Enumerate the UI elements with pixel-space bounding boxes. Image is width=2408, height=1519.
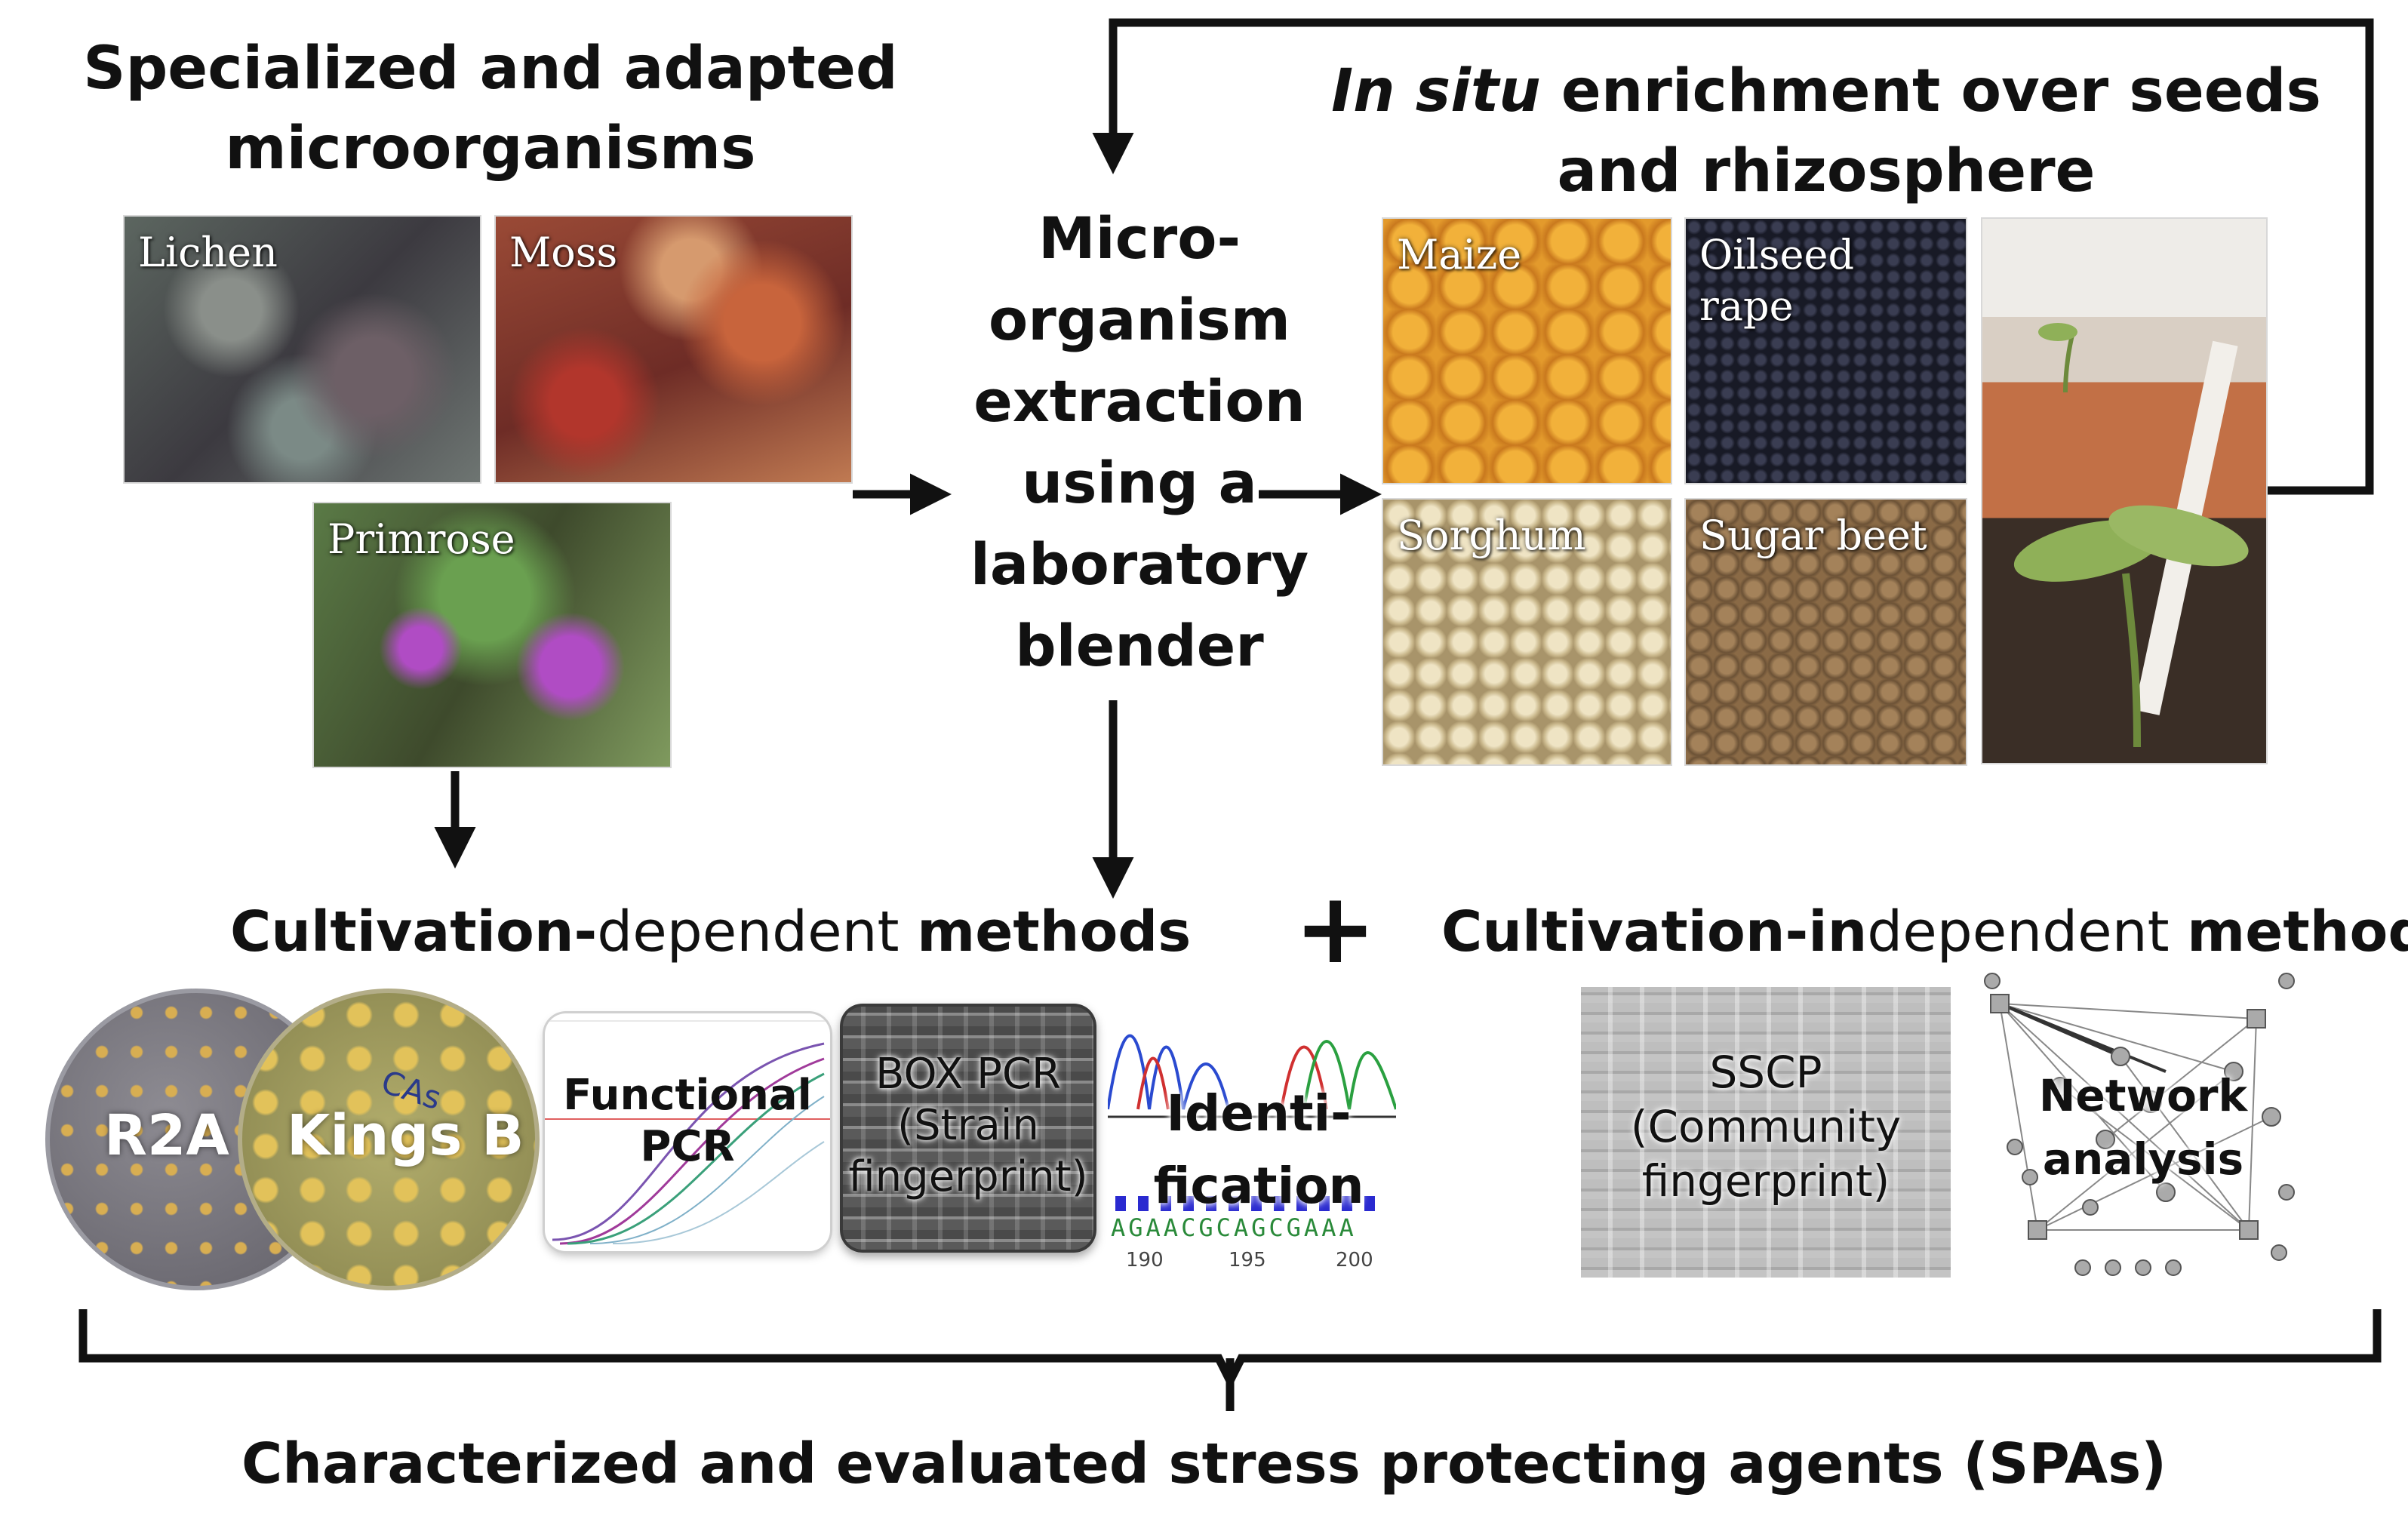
oilseed-rape-text: Oilseed rape — [1699, 231, 1855, 330]
center-step-line5: laboratory — [970, 530, 1309, 598]
sequence-tick-200: 200 — [1336, 1249, 1373, 1271]
maize-label: Maize — [1397, 231, 1522, 278]
seedling-icon — [2013, 323, 2249, 748]
identification-tile — [1108, 981, 1396, 1279]
center-step-line6: blender — [1015, 612, 1264, 679]
moss-label: Moss — [509, 229, 618, 276]
network-graph-icon — [1984, 973, 2295, 1276]
lichen-label: Lichen — [138, 229, 278, 276]
r2a-label: R2A — [104, 1103, 229, 1168]
center-step: Micro- organism extraction using a labor… — [928, 198, 1351, 687]
oilseed-rape-label: Oilseed rape — [1699, 229, 1926, 332]
sequence-tick-190: 190 — [1126, 1249, 1164, 1271]
right-heading-line2: and rhizosphere — [1557, 137, 2096, 205]
right-heading: In situ enrichment over seeds and rhizos… — [1328, 51, 2324, 211]
right-heading-line1: In situ enrichment over seeds — [1328, 51, 2324, 131]
center-step-line3: extraction — [973, 367, 1305, 435]
identification-text: Identi- fication — [1108, 1078, 1410, 1222]
box-pcr-line3: fingerprint) — [848, 1152, 1088, 1201]
left-heading: Specialized and adapted microorganisms — [45, 29, 936, 189]
center-step-line1: Micro- — [1038, 204, 1241, 272]
box-pcr-line1: BOX PCR — [875, 1050, 1061, 1099]
functional-pcr-text: Functional PCR — [545, 1070, 830, 1173]
sorghum-label: Sorghum — [1397, 512, 1586, 559]
box-pcr-tile — [840, 1004, 1096, 1253]
network-line2: analysis — [2042, 1133, 2244, 1185]
center-step-line2: organism — [989, 286, 1290, 353]
sugar-beet-photo: Sugar beet — [1684, 498, 1967, 766]
left-heading-line1: Specialized and adapted — [83, 35, 898, 103]
right-heading-italic: In situ — [1331, 57, 1541, 125]
dependent-methods-label: Cultivation-dependent methods — [230, 898, 1191, 966]
sscp-line1: SSCP — [1709, 1047, 1822, 1098]
dependent-bold1: Cultivation- — [230, 899, 598, 964]
independent-light: dependent — [1867, 899, 2188, 964]
network-line1: Network — [2038, 1070, 2248, 1121]
independent-methods-label: Cultivation-independent methods — [1441, 898, 2408, 966]
center-step-line4: using a — [1022, 449, 1257, 516]
sscp-tile — [1581, 987, 1951, 1278]
network-text: Network analysis — [1981, 1064, 2305, 1191]
box-pcr-text: BOX PCR (Strain fingerprint) — [823, 1049, 1114, 1203]
sequence-tick-195: 195 — [1229, 1249, 1266, 1271]
moss-photo: Moss — [494, 215, 853, 484]
oilseed-rape-photo: Oilseed rape — [1684, 217, 1967, 484]
box-pcr-line2: (Strain — [897, 1101, 1039, 1150]
primrose-label: Primrose — [328, 515, 515, 563]
chromatogram-icon — [1108, 1034, 1396, 1211]
kings-b-plate — [238, 989, 540, 1290]
sequence-bar — [1115, 1196, 1375, 1211]
pcr-curves-icon — [545, 1020, 830, 1245]
network-tile — [1970, 966, 2309, 1290]
sorghum-photo: Sorghum — [1382, 498, 1672, 766]
functional-pcr-line1: Functional — [563, 1071, 812, 1120]
kings-b-label: Kings B — [287, 1103, 524, 1168]
loop-enrichment-return — [1092, 18, 2374, 495]
right-heading-rest: enrichment over seeds — [1540, 57, 2321, 125]
primrose-photo: Primrose — [312, 502, 672, 768]
rhizosphere-photo — [1981, 217, 2268, 764]
left-heading-line2: microorganisms — [225, 115, 756, 183]
lichen-photo: Lichen — [123, 215, 481, 484]
sugar-beet-label: Sugar beet — [1699, 512, 1927, 559]
functional-pcr-line2: PCR — [640, 1122, 735, 1171]
identification-line1: Identi- — [1166, 1084, 1352, 1142]
sscp-line3: fingerprint) — [1641, 1155, 1890, 1207]
independent-bold1: Cultivation-in — [1441, 899, 1868, 964]
plus-sign: + — [1294, 871, 1376, 986]
dependent-bold2: methods — [917, 899, 1192, 964]
maize-photo: Maize — [1382, 217, 1672, 484]
sequence-bases: AGAACGCAGCGAAA — [1111, 1213, 1357, 1242]
functional-pcr-tile — [545, 1013, 830, 1251]
independent-bold2: methods — [2187, 899, 2408, 964]
sscp-text: SSCP (Community fingerprint) — [1570, 1045, 1962, 1208]
dependent-light: dependent — [597, 899, 918, 964]
sscp-line2: (Community — [1630, 1101, 1902, 1152]
identification-line2: fication — [1153, 1157, 1364, 1215]
footer-caption: Characterized and evaluated stress prote… — [241, 1431, 2167, 1496]
